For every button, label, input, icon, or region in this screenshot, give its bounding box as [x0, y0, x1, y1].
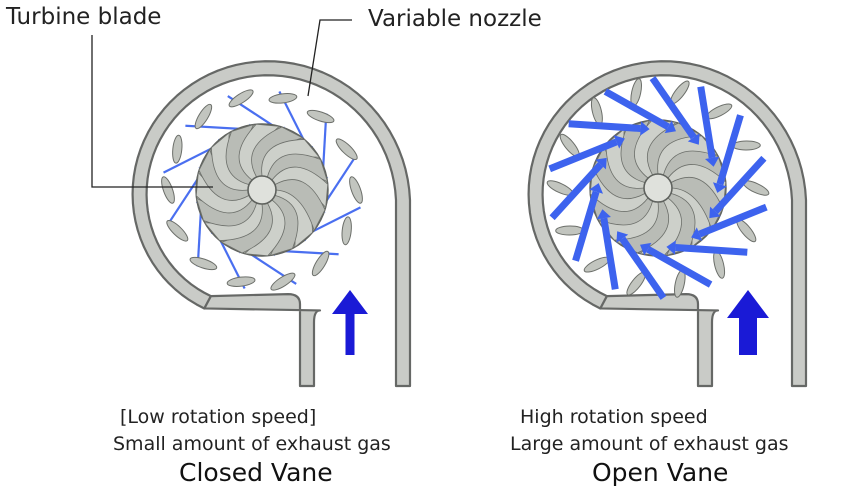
open-vane-vane: [555, 225, 585, 236]
closed-vane-vane: [166, 219, 189, 242]
open-vane-flow-arrow: [646, 246, 713, 288]
open-vane-flow-arrow: [548, 138, 618, 173]
closed-vane-vane: [349, 176, 363, 204]
open-vane-flow-arrow: [603, 88, 670, 130]
open-vane-flow-arrow-head: [664, 120, 676, 134]
open-vane-vane: [590, 97, 603, 126]
open-vane-flow-arrow-head: [613, 135, 625, 149]
open-vane-flow-arrow: [572, 190, 600, 262]
closed-vane-vane: [228, 89, 254, 108]
open-vane-nozzle-vanes: [546, 78, 770, 298]
open-vane-flow-arrow-head: [687, 133, 700, 145]
open-vane-flow-arrow-head: [616, 231, 629, 243]
closed-vane-hub: [247, 175, 277, 205]
closed-vane-vane: [270, 272, 296, 291]
open-vane-flow-arrow-head: [595, 157, 607, 170]
closed-vane-vane: [341, 216, 352, 246]
closed-vane-vane: [335, 138, 358, 161]
turbine-blade-leader-line: [91, 35, 213, 188]
closed-vane-caption-line2: Small amount of exhaust gas: [113, 433, 391, 455]
open-vane-flow-arrow: [600, 217, 619, 290]
closed-vane-scroll-body: [131, 60, 412, 388]
open-vane-inlet-arrow-head: [727, 290, 769, 318]
open-vane-inlet-arrow-shaft: [739, 318, 757, 355]
open-vane-flow-arrow: [716, 114, 744, 186]
open-vane-vane: [713, 250, 726, 279]
open-vane-scroll: [527, 60, 808, 388]
closed-vane-turbine-wheel: [195, 123, 329, 257]
open-vane-flow-arrow-head: [640, 121, 650, 136]
open-vane-title: Open Vane: [592, 458, 729, 487]
open-vane-flow-arrow-head: [691, 227, 703, 241]
open-vane-flow-arrow: [712, 155, 767, 214]
open-vane-flow-arrow: [549, 162, 604, 221]
open-vane-flow-arrow: [675, 244, 748, 256]
open-vane-hub: [643, 173, 673, 203]
closed-vane-vane: [194, 103, 213, 130]
closed-vane-vane: [172, 134, 183, 164]
closed-vane-title: Closed Vane: [179, 458, 333, 487]
closed-vane-inlet-arrow-head: [332, 290, 368, 314]
closed-vane-outlet-wall: [203, 293, 322, 388]
closed-vane-vane: [189, 256, 218, 271]
open-vane-flow-arrow-head: [712, 182, 727, 193]
open-vane-flow-arrow-head: [705, 156, 720, 167]
closed-vane-inlet-arrow-shaft: [345, 314, 355, 355]
open-vane-turbine-wheel: [589, 119, 727, 257]
closed-vane-nozzle-vanes: [161, 89, 363, 291]
open-vane-vane: [731, 140, 761, 151]
closed-vane-scroll: [131, 60, 412, 388]
open-vane-scroll-body: [527, 60, 808, 388]
open-vane-caption-line2: Large amount of exhaust gas: [510, 433, 789, 455]
closed-vane-vane: [268, 93, 298, 104]
open-vane-inlet-arrow: [727, 290, 769, 355]
closed-vane-vane: [306, 109, 335, 124]
open-vane-outlet-wall: [599, 293, 720, 388]
open-vane-flow-arrow-head: [709, 206, 721, 219]
open-vane-flow-arrow-head: [640, 242, 652, 256]
open-vane-flow-arrow-head: [596, 209, 611, 220]
open-vane-flow-arrow: [698, 203, 768, 238]
closed-vane-vane: [311, 250, 330, 277]
open-vane-flow-arrow: [568, 120, 641, 132]
open-vane-flow-arrow: [697, 86, 716, 159]
closed-vane-caption-line1: [Low rotation speed]: [120, 406, 317, 428]
closed-vane-inlet-arrow: [332, 290, 368, 355]
variable-nozzle-leader-line: [307, 19, 352, 97]
turbine-blade-label: Turbine blade: [6, 4, 162, 30]
closed-vane-vane: [161, 176, 175, 204]
variable-nozzle-label: Variable nozzle: [368, 6, 542, 32]
open-vane-flow-arrow: [649, 76, 697, 140]
closed-vane-blade: [274, 179, 326, 232]
open-vane-flow-arrow: [619, 236, 667, 300]
open-vane-flow-arrows: [548, 76, 768, 300]
open-vane-caption-line1: High rotation speed: [520, 406, 708, 428]
closed-vane-vane: [226, 276, 256, 287]
open-vane-flow-arrow-head: [666, 240, 676, 255]
open-vane-flow-arrow-head: [589, 183, 604, 194]
